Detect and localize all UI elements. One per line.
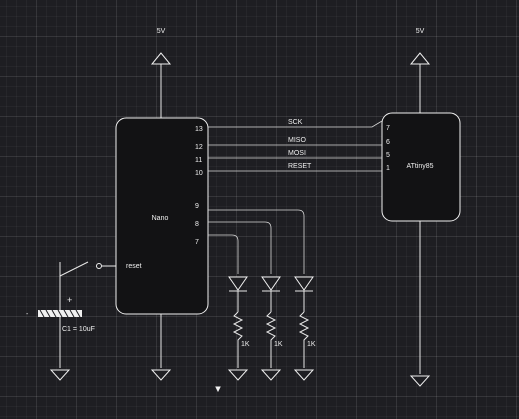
- ground-icon-r3: [293, 369, 315, 381]
- ground-icon-capacitor: [49, 369, 71, 381]
- ground-icon-r2: [260, 369, 282, 381]
- capacitor-plus: +: [67, 295, 72, 305]
- small-arrow-icon: [215, 386, 221, 393]
- nano-chip[interactable]: [115, 117, 209, 315]
- nano-pin-9: 9: [195, 203, 199, 210]
- ground-icon-r1: [227, 369, 249, 381]
- resistor-1-value: 1K: [241, 341, 250, 348]
- nano-pin-10: 10: [195, 170, 203, 177]
- ground-icon-attiny: [409, 221, 431, 387]
- isp-bus: [208, 120, 383, 172]
- vcc-label-right: 5V: [416, 28, 425, 35]
- vcc-label-left: 5V: [157, 28, 166, 35]
- led-9[interactable]: [294, 276, 314, 312]
- signal-reset: RESET: [288, 163, 312, 170]
- signal-sck: SCK: [288, 119, 303, 126]
- nano-label: Nano: [152, 215, 169, 222]
- attiny-pin-7: 7: [386, 125, 390, 132]
- vcc-symbol-left: [150, 52, 172, 118]
- resistor-2-value: 1K: [274, 341, 283, 348]
- reset-switch[interactable]: [59, 261, 116, 310]
- led-7[interactable]: [228, 276, 248, 312]
- nano-pin-11: 11: [195, 157, 202, 164]
- attiny-chip[interactable]: [381, 112, 461, 222]
- nano-pin-13: 13: [195, 126, 203, 133]
- vcc-symbol-right: [409, 52, 431, 113]
- attiny-label: ATtiny85: [406, 163, 433, 170]
- signal-miso: MISO: [288, 137, 306, 144]
- reset-label: reset: [126, 263, 142, 270]
- attiny-pin-1: 1: [386, 165, 390, 172]
- ground-icon-nano: [150, 314, 172, 381]
- signal-mosi: MOSI: [288, 150, 306, 157]
- attiny-pin-6: 6: [386, 139, 390, 146]
- resistor-3-value: 1K: [307, 341, 316, 348]
- resistor-1[interactable]: [232, 311, 244, 368]
- resistor-2[interactable]: [265, 311, 277, 368]
- nano-pin-12: 12: [195, 144, 203, 151]
- nano-pin-8: 8: [195, 221, 199, 228]
- led-8[interactable]: [261, 276, 281, 312]
- attiny-pin-5: 5: [386, 152, 390, 159]
- capacitor-label: C1 = 10uF: [62, 326, 95, 333]
- capacitor-minus: -: [26, 311, 29, 318]
- resistor-3[interactable]: [298, 311, 310, 368]
- led-wires: [208, 209, 305, 274]
- capacitor-c1[interactable]: [38, 309, 82, 368]
- nano-pin-7: 7: [195, 239, 199, 246]
